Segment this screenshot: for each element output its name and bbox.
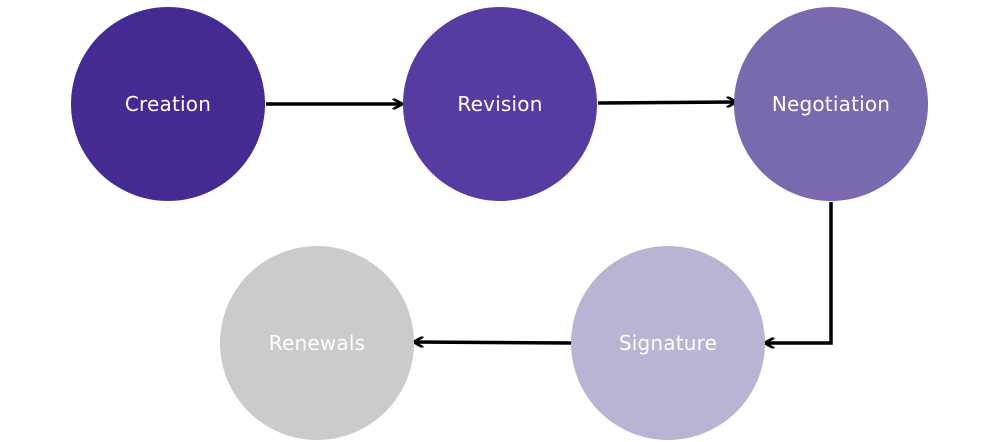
node-label: Creation bbox=[124, 92, 212, 116]
node-signature: Signature bbox=[571, 246, 765, 440]
node-renewals: Renewals bbox=[220, 246, 414, 440]
edge-revision-to-negotiation bbox=[597, 102, 736, 103]
node-creation: Creation bbox=[71, 7, 265, 201]
node-label: Renewals bbox=[268, 331, 366, 355]
edge-signature-to-renewals bbox=[414, 342, 572, 343]
node-label: Revision bbox=[457, 92, 543, 116]
node-label: Signature bbox=[618, 331, 718, 355]
node-negotiation: Negotiation bbox=[734, 7, 928, 201]
node-revision: Revision bbox=[403, 7, 597, 201]
node-label: Negotiation bbox=[771, 92, 891, 116]
edge-negotiation-to-signature bbox=[765, 202, 833, 343]
